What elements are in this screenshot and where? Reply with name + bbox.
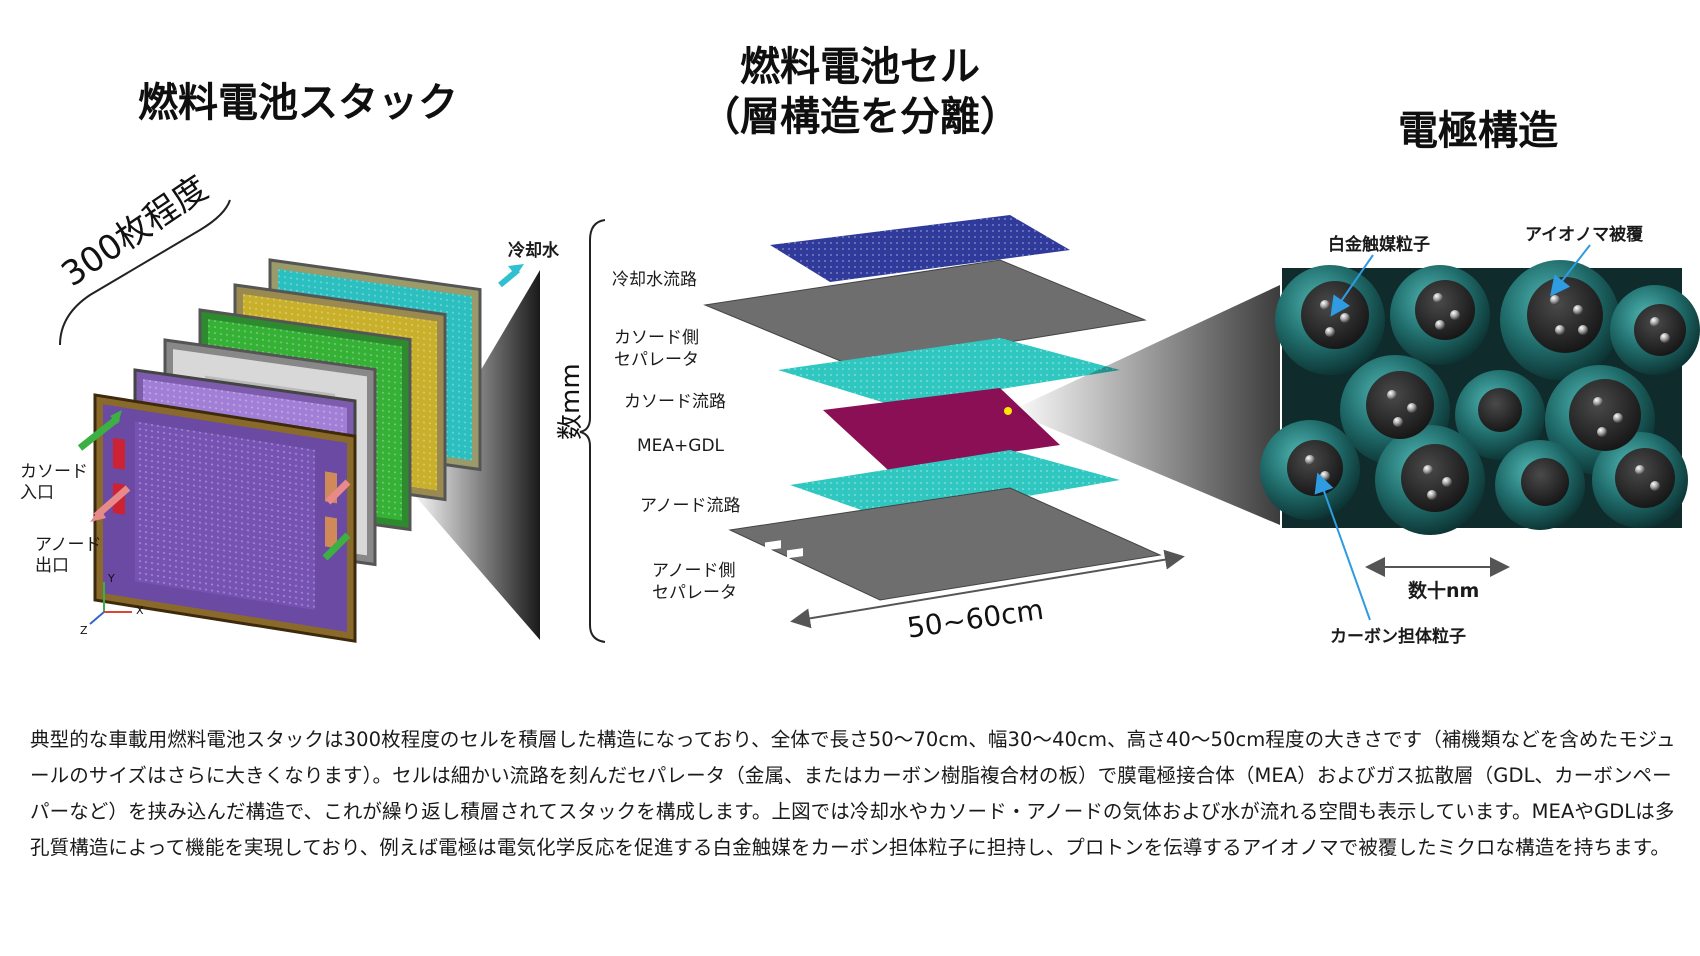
platinum-label: 白金触媒粒子: [1328, 235, 1430, 255]
layer-label-anode-flow: アノード流路: [640, 496, 741, 516]
mea-highlight-dot: [1004, 407, 1012, 415]
scale-label: 数十nm: [1408, 580, 1480, 602]
coolant-arrowhead: [508, 264, 524, 276]
cell-title-line1: 燃料電池セル: [740, 44, 980, 90]
platinum-pointer: [1330, 254, 1374, 317]
stack-illustration: [59, 199, 540, 643]
description-paragraph: 典型的な車載用燃料電池スタックは300枚程度のセルを積層した構造になっており、全…: [30, 728, 1676, 859]
cathode-flow-dots: [778, 338, 1120, 406]
thickness-brace: [579, 219, 606, 643]
cell-illustration: [579, 208, 1280, 643]
mea-layer: [823, 388, 1060, 470]
stack-title: 燃料電池スタック: [138, 80, 458, 126]
electrode-title: 電極構造: [1398, 108, 1558, 154]
electrode-illustration: [1260, 244, 1700, 621]
layer-label-cathode-sep-2: セパレータ: [614, 350, 699, 370]
width-arrow: [790, 549, 1185, 629]
cathode-separator-port-3: [784, 224, 800, 235]
ionomer-label: アイオノマ被覆: [1525, 225, 1644, 245]
anode-separator-port-1: [765, 540, 781, 551]
cell-title-line2: （層構造を分離）: [700, 94, 1020, 140]
cell-zoom-cone: [1010, 285, 1280, 525]
coolant-channel-dots: [770, 215, 1070, 282]
stack-green-arrow: [322, 532, 351, 561]
layer-label-anode-sep-1: アノード側: [652, 561, 736, 581]
cathode-inlet-line2: 入口: [20, 483, 54, 504]
cathode-inlet-arrow: [77, 415, 121, 451]
cathode-separator-port-2: [762, 216, 778, 227]
layer-label-cathode-sep-1: カソード側: [614, 328, 699, 348]
axis-z-label: Z: [80, 624, 88, 637]
cell-title: 燃料電池セル （層構造を分離）: [700, 42, 1020, 142]
thickness-label: 数mm: [556, 363, 586, 440]
stack-plate-front: [93, 393, 357, 643]
anode-outlet-line2: 出口: [35, 556, 69, 577]
coolant-label: 冷却水: [508, 241, 559, 261]
cathode-inlet-label: カソード 入口: [20, 462, 88, 505]
stack-pink-arrow: [325, 479, 351, 505]
anode-outlet-label: アノード 出口: [35, 535, 101, 578]
axis-z-line: [89, 611, 105, 625]
layer-label-cathode-flow: カソード流路: [624, 392, 726, 412]
cathode-inlet-arrowhead: [110, 410, 122, 424]
stack-count-bracket: [59, 199, 231, 346]
cathode-separator-layer: [703, 259, 1147, 368]
carbon-label: カーボン担体粒子: [1330, 627, 1466, 647]
layer-label-mea: MEA+GDL: [637, 436, 725, 456]
platinum-particles: [1305, 293, 1670, 500]
anode-flow-dots: [790, 450, 1120, 520]
ionomer-pointer: [1550, 244, 1591, 297]
layer-label-coolant: 冷却水流路: [612, 270, 697, 290]
anode-outlet-line1: アノード: [35, 535, 102, 555]
layer-label-anode-sep-2: セパレータ: [652, 583, 737, 603]
cathode-inlet-line1: カソード: [20, 462, 88, 482]
axis-y-label: Y: [108, 572, 115, 585]
axis-x-label: X: [136, 604, 144, 617]
anode-outlet-arrowhead: [90, 508, 106, 522]
anode-separator-layer: [728, 487, 1162, 601]
carbon-pointer: [1314, 472, 1371, 621]
cathode-separator-port-1: [740, 208, 756, 219]
